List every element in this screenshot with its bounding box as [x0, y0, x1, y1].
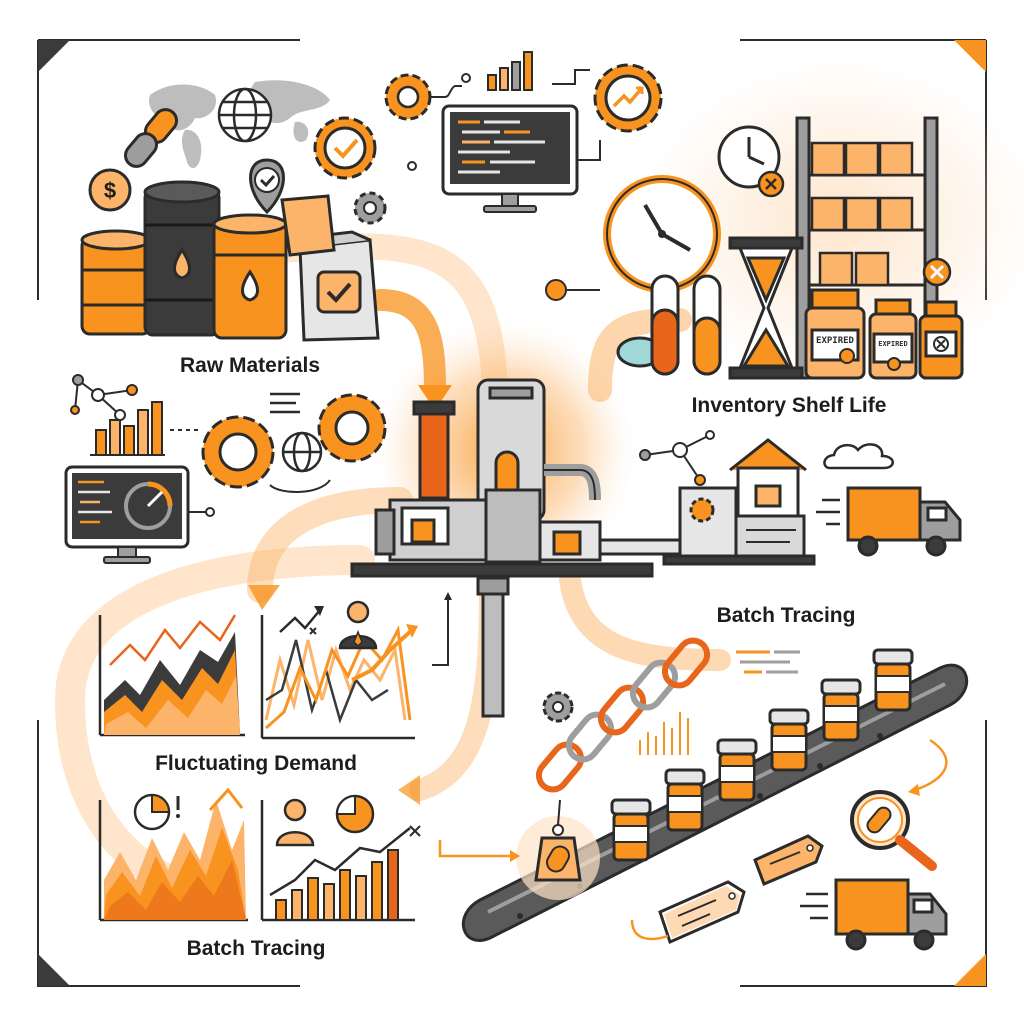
- pill-bottle-4: [768, 708, 810, 772]
- orange-oil-barrel: [212, 213, 288, 340]
- alarm-clock-icon: [717, 125, 785, 198]
- warehouse-icon: [729, 438, 807, 518]
- person-icon-top: [338, 600, 378, 650]
- right-process-cluster: Batch Tracing: [639, 430, 962, 627]
- pie-chart-icon-left: [133, 793, 180, 831]
- expired-bottle-1: EXPIRED: [804, 288, 866, 380]
- capsule-tag-icon: [516, 799, 600, 900]
- flow-arrowhead-demand: [398, 775, 420, 805]
- orange-node-dot: [545, 279, 567, 301]
- mini-line-chart-icon: [639, 712, 689, 755]
- pill-bottle-3: [716, 738, 758, 802]
- person-icon-bottom: [275, 798, 315, 847]
- wall-clock-icon: [603, 175, 721, 293]
- conveyor-cluster: [438, 637, 969, 951]
- delivery-truck-icon-top: [816, 486, 962, 557]
- vertical-pipe: [476, 574, 510, 718]
- expired-label-2: EXPIRED: [878, 340, 908, 348]
- flow-arrowhead-left: [248, 585, 280, 610]
- price-tag-icon-2: [658, 880, 746, 945]
- delivery-truck-icon-bottom: [800, 878, 948, 951]
- hourglass-icon: [728, 236, 804, 380]
- bar-trend-chart-bottom: [260, 800, 421, 922]
- cancel-icon: [922, 257, 952, 287]
- chain-icon-large: [535, 637, 711, 793]
- orange-barrel-left: [80, 229, 152, 336]
- batch-tracing-label-bottom: Batch Tracing: [187, 937, 326, 960]
- mini-bar-chart-icon: [487, 51, 533, 91]
- expired-label-1: EXPIRED: [816, 336, 855, 346]
- fluctuating-demand-cluster: Fluctuating Demand: [98, 592, 452, 775]
- cloud-icon: [823, 443, 894, 470]
- corner-accent-tr: [954, 40, 986, 72]
- price-tag-icon-1: [753, 834, 824, 886]
- document-lines-icon: [270, 392, 300, 414]
- pill-bottle-6: [872, 648, 914, 712]
- location-check-icon: [249, 158, 285, 215]
- test-tubes-icon: [616, 274, 722, 376]
- gear-icon-left-right: [317, 393, 387, 463]
- chain-icon: [124, 108, 178, 168]
- network-node-icon: [70, 374, 138, 421]
- inventory-shelf-life-cluster: EXPIRED EXPIRED Inventory Shelf Life: [603, 116, 964, 417]
- check-gear-icon: [313, 116, 377, 180]
- batch-tracing-label-top: Batch Tracing: [717, 604, 856, 627]
- material-sack: [298, 230, 380, 342]
- batch-tracing-bottom-cluster: Batch Tracing: [98, 787, 421, 960]
- data-lines-icon: [736, 650, 800, 674]
- code-monitor-icon: [441, 104, 579, 213]
- flow-ribbons: [54, 233, 731, 905]
- raw-materials-label: Raw Materials: [180, 354, 320, 377]
- trend-gear-icon: [593, 63, 663, 133]
- fluctuating-demand-label: Fluctuating Demand: [155, 752, 357, 775]
- gear-icon-top-left: [384, 73, 432, 121]
- corner-accent-bl: [38, 954, 70, 986]
- globe-icon-small: [281, 431, 323, 473]
- factory-machine: [350, 378, 682, 578]
- network-node-icon-right: [639, 430, 715, 486]
- dollar-symbol: $: [104, 178, 116, 203]
- shelf-boxes: [810, 141, 914, 287]
- flow-arrowhead-raw: [418, 385, 452, 410]
- gear-icon-bottom-small: [542, 691, 574, 723]
- pie-chart-icon-bottom: [335, 794, 375, 834]
- pill-bottles-on-belt: [610, 648, 914, 862]
- pill-bottle-2: [664, 768, 706, 832]
- medicine-bottle-3: [918, 300, 964, 380]
- machine-block-right: [662, 486, 816, 566]
- corner-accent-br: [954, 954, 986, 986]
- dashboard-monitor-icon: [64, 465, 190, 564]
- line-chart-middle: [260, 606, 418, 740]
- raw-materials-cluster: $: [80, 80, 387, 377]
- inventory-shelf-life-label: Inventory Shelf Life: [692, 394, 887, 417]
- bar-chart-icon-left: [90, 401, 165, 456]
- area-chart-bottom-left: [98, 787, 248, 922]
- gear-icon-left-large: [201, 415, 275, 489]
- corner-accent-tl: [38, 40, 70, 72]
- small-gear-icon: [353, 191, 387, 225]
- magnifier-capsule-icon: [850, 790, 937, 871]
- left-analytics-cluster: [64, 374, 387, 564]
- connector-lines: [430, 69, 601, 161]
- black-oil-barrel: [143, 180, 221, 337]
- pill-bottle-5: [820, 678, 862, 742]
- top-center-cluster: [384, 51, 663, 301]
- expired-bottle-2: EXPIRED: [868, 298, 918, 380]
- pill-bottle-1: [610, 798, 652, 862]
- dollar-coin-icon: $: [88, 168, 132, 212]
- area-chart-left: [98, 614, 245, 737]
- globe-icon: [217, 87, 273, 143]
- material-bag: [280, 194, 336, 257]
